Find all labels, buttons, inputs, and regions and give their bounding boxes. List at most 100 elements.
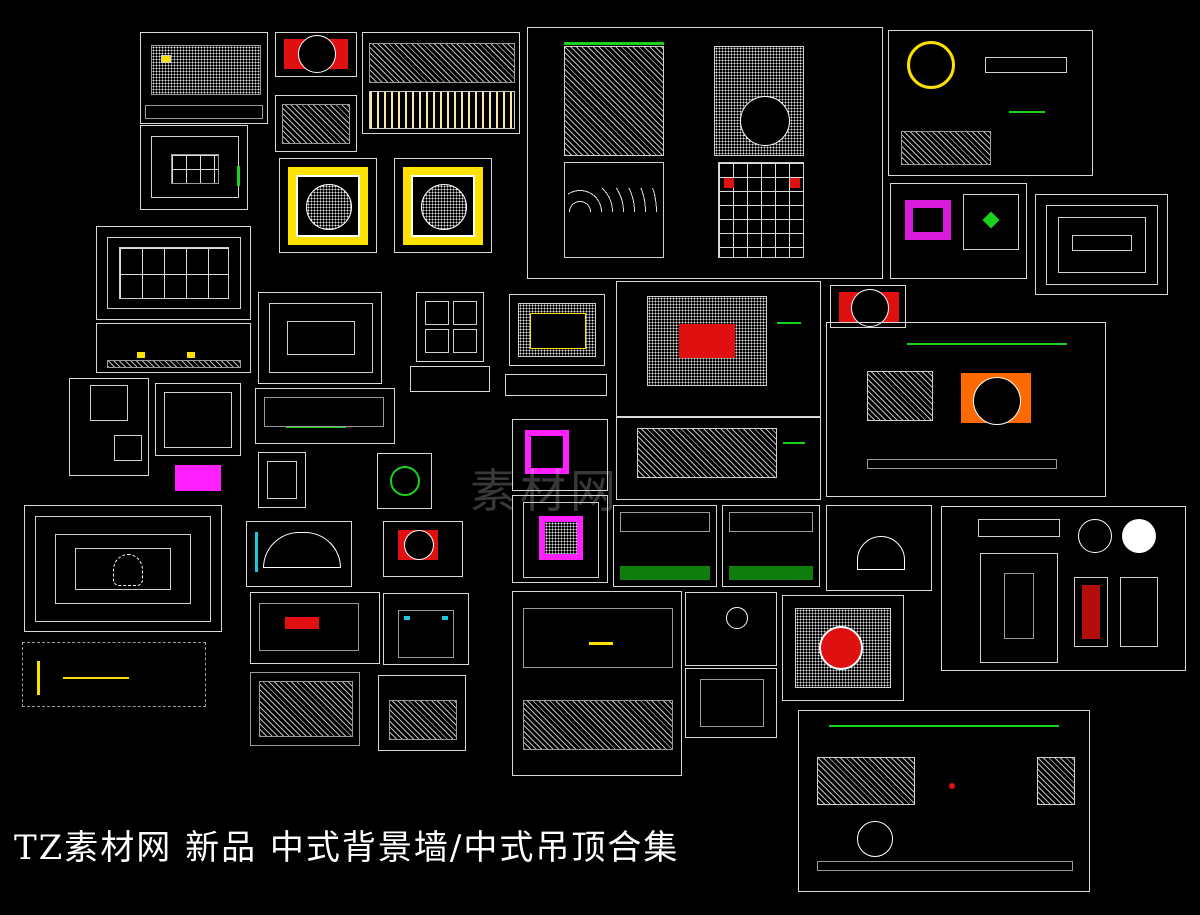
drawing-detail	[1082, 585, 1100, 639]
drawing-detail	[286, 427, 346, 428]
drawing-sheet	[22, 642, 206, 707]
drawing-detail	[145, 105, 263, 119]
drawing-detail	[564, 162, 664, 258]
drawing-sheet	[377, 453, 432, 509]
drawing-sheet	[383, 521, 463, 577]
drawing-detail	[1004, 573, 1034, 639]
drawing-detail	[907, 41, 955, 89]
drawing-detail	[453, 301, 477, 325]
drawing-sheet	[140, 125, 248, 210]
drawing-detail	[620, 566, 710, 580]
drawing-detail	[398, 610, 454, 658]
drawing-sheet	[24, 505, 222, 632]
drawing-detail	[137, 352, 145, 358]
drawing-sheet	[890, 183, 1027, 279]
drawing-sheet	[509, 294, 605, 366]
drawing-detail	[867, 459, 1057, 469]
drawing-detail	[369, 91, 515, 129]
drawing-detail	[369, 43, 515, 83]
drawing-sheet	[362, 32, 520, 134]
drawing-detail	[425, 301, 449, 325]
drawing-detail	[817, 861, 1073, 871]
drawing-sheet	[69, 378, 149, 476]
page-caption: TZ素材网 新品 中式背景墙/中式吊顶合集	[14, 828, 680, 868]
drawing-detail	[259, 603, 359, 651]
drawing-detail	[269, 303, 373, 373]
drawing-sheet	[416, 292, 484, 362]
drawing-detail	[119, 247, 229, 299]
drawing-detail	[1078, 519, 1112, 553]
drawing-detail	[564, 42, 664, 45]
drawing-detail	[724, 178, 734, 188]
drawing-detail	[589, 642, 613, 645]
drawing-sheet	[394, 158, 492, 253]
drawing-detail	[285, 617, 319, 629]
drawing-detail	[264, 397, 384, 427]
drawing-detail	[390, 466, 420, 496]
drawing-sheet	[250, 672, 360, 746]
drawing-detail	[90, 385, 128, 421]
drawing-detail	[114, 435, 142, 461]
drawing-sheet	[527, 27, 883, 279]
drawing-detail	[404, 530, 434, 560]
drawing-detail	[729, 566, 813, 580]
drawing-detail	[568, 188, 660, 212]
drawing-detail	[817, 757, 915, 805]
drawing-sheet	[512, 495, 608, 583]
drawing-sheet	[826, 505, 932, 591]
drawing-detail	[263, 532, 341, 568]
drawing-detail	[237, 166, 240, 186]
drawing-detail	[1120, 577, 1158, 647]
drawing-sheet	[410, 366, 490, 392]
drawing-detail	[404, 616, 410, 620]
drawing-detail	[857, 821, 893, 857]
drawing-detail	[531, 436, 563, 468]
drawing-detail	[453, 329, 477, 353]
drawing-sheet	[255, 388, 395, 444]
drawing-detail	[1058, 217, 1146, 273]
drawing-detail	[164, 392, 232, 448]
drawing-detail	[857, 536, 905, 570]
drawing-detail	[175, 465, 221, 491]
drawing-detail	[1074, 577, 1108, 647]
drawing-sheet	[96, 323, 251, 373]
drawing-detail	[973, 377, 1021, 425]
drawing-detail	[980, 553, 1058, 663]
drawing-detail	[1037, 757, 1075, 805]
drawing-sheet	[941, 506, 1186, 671]
drawing-sheet	[275, 95, 357, 152]
drawing-sheet	[830, 285, 906, 328]
drawing-sheet	[798, 710, 1090, 892]
drawing-detail	[729, 512, 813, 532]
drawing-detail	[523, 700, 673, 750]
drawing-detail	[530, 313, 586, 349]
drawing-detail	[171, 154, 219, 184]
drawing-detail	[107, 360, 241, 368]
drawing-detail	[442, 616, 448, 620]
drawing-detail	[740, 96, 790, 146]
drawing-detail	[425, 329, 449, 353]
drawing-detail	[187, 352, 195, 358]
drawing-detail	[389, 700, 457, 740]
drawing-sheet	[616, 281, 821, 417]
drawing-sheet	[505, 374, 607, 396]
drawing-detail	[113, 554, 143, 586]
drawing-detail	[523, 502, 599, 578]
drawing-detail	[1046, 205, 1158, 285]
drawing-detail	[949, 783, 955, 789]
drawing-detail	[287, 321, 355, 355]
drawing-detail	[819, 626, 863, 670]
drawing-detail	[978, 519, 1060, 537]
drawing-sheet	[246, 521, 352, 587]
drawing-sheet	[826, 322, 1106, 497]
drawing-detail	[282, 104, 350, 144]
watermark: 素材网	[470, 464, 620, 518]
drawing-detail	[161, 55, 171, 63]
drawing-detail	[545, 522, 577, 554]
drawing-detail	[1009, 111, 1045, 113]
drawing-detail	[63, 677, 129, 679]
drawing-detail	[255, 532, 258, 572]
drawing-detail	[35, 516, 211, 622]
drawing-detail	[795, 608, 891, 688]
drawing-sheet	[279, 158, 377, 253]
